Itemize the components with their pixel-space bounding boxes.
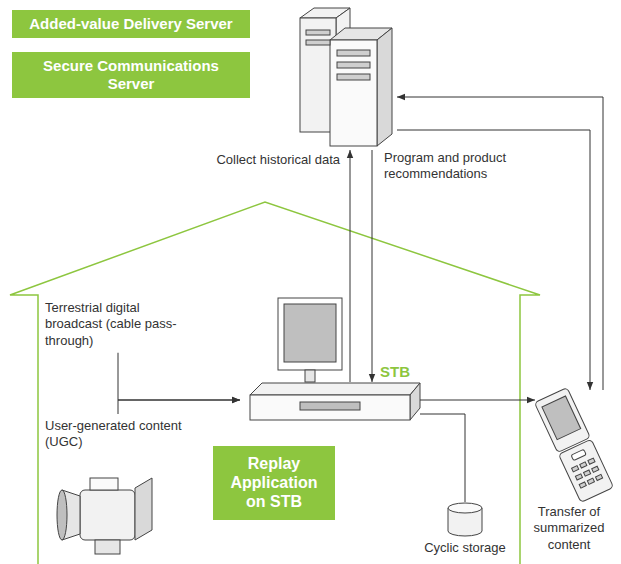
server-label: Added-value Delivery Server [12,10,250,38]
device-label: STB [380,364,420,381]
device-node: Terrestrial digital broadcast (cable pas… [45,300,195,349]
connector-arrow [350,150,351,382]
storage-cylinder [448,503,482,536]
connector-arrow [118,400,240,414]
input-label: User-generated content (UGC) [45,418,185,451]
phone-illustration [534,388,613,503]
connector-arrow [397,97,603,390]
connector-arrow [372,150,373,382]
stb-illustration [250,383,420,420]
phone-label: Transfer of summarized content [523,504,615,553]
connector-label: Program and product recommendations [382,150,532,183]
storage-label: Cyclic storage [418,540,512,556]
device-node: Transfer of summarized content [535,390,613,500]
connector-arrow [420,400,535,401]
connector-arrow [420,414,465,502]
input-label: Terrestrial digital broadcast (cable pas… [45,300,195,349]
house-outline [10,202,540,564]
camera-illustration [57,478,152,554]
connector-label: Collect historical data [140,152,342,168]
device-node: User-generated content (UGC) [45,418,185,451]
server-illustration [300,8,392,146]
device-node: STBReplay Application on STB [240,382,420,420]
device-node: Cyclic storage [448,502,482,536]
application-label: Replay Application on STB [213,446,335,520]
monitor-illustration [278,298,342,382]
device-node: Added-value Delivery ServerSecure Commun… [290,5,397,150]
server-label: Secure Communications Server [12,52,250,98]
connector-arrow [118,353,240,400]
